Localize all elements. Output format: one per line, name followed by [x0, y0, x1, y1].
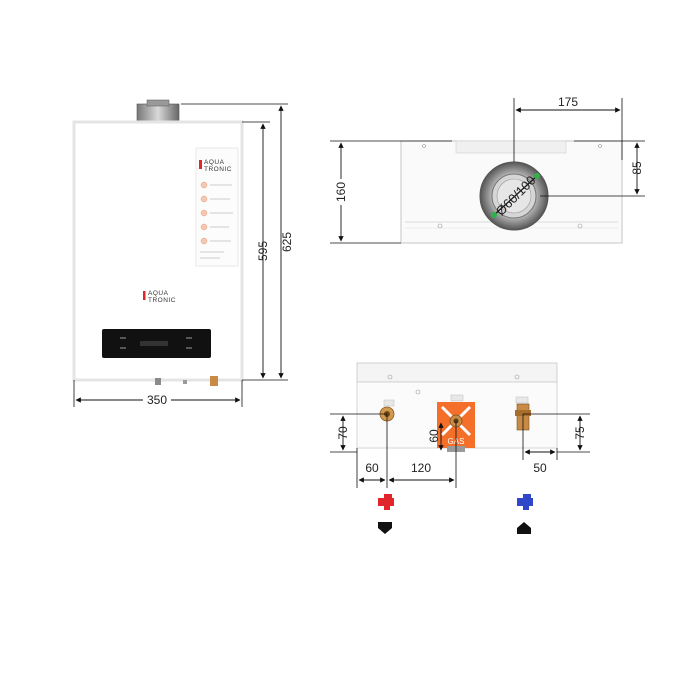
flue-diameter-point-b — [534, 173, 540, 179]
display-indicators — [120, 337, 192, 349]
hot-depth-label: 70 — [336, 426, 350, 440]
body-height-label: 595 — [256, 241, 270, 261]
flue-diameter-point-a — [491, 212, 497, 218]
right-offset-label: 50 — [533, 461, 547, 475]
cold-water-tap-icon — [517, 494, 533, 510]
gas-spacing-label: 120 — [411, 461, 431, 475]
bottom-view: GAS 60 120 50 70 60 75 — [330, 362, 590, 488]
total-height-label: 625 — [280, 232, 294, 252]
top-view: Ø60/100 160 175 85 — [330, 95, 645, 244]
flue-diameter-line — [493, 175, 538, 216]
top-view-screws — [422, 144, 602, 229]
flue-offset-label: 175 — [558, 95, 578, 109]
lower-brand-mark — [143, 291, 146, 300]
bottom-fitting-left — [155, 378, 161, 385]
info-label: AQUA TRONIC — [195, 147, 239, 267]
bottom-fitting-center — [183, 380, 187, 384]
panel-brand-line1: AQUA — [204, 159, 225, 166]
top-view-bracket — [455, 140, 567, 154]
flue-depth-label: 85 — [630, 161, 644, 175]
flue-pipe-cap — [146, 99, 170, 107]
depth-label: 160 — [334, 182, 348, 202]
left-offset-label: 60 — [365, 461, 379, 475]
inlet-arrow-up-icon — [517, 522, 531, 534]
hot-water-tap-icon — [378, 494, 394, 510]
panel-brand-line2: TRONIC — [204, 166, 232, 173]
gas-depth-label: 60 — [427, 429, 441, 443]
width-label: 350 — [147, 393, 167, 407]
front-view: AQUA TRONIC AQUA TRONIC — [72, 99, 294, 407]
lower-brand-line2: TRONIC — [148, 297, 176, 304]
outlet-arrow-down-icon — [378, 522, 392, 534]
bottom-fitting-right — [210, 376, 218, 386]
bottom-view-top-band — [356, 362, 558, 383]
bottom-view-screws — [387, 374, 520, 395]
lower-brand-line1: AQUA — [148, 290, 169, 297]
cold-depth-label: 75 — [573, 426, 587, 440]
